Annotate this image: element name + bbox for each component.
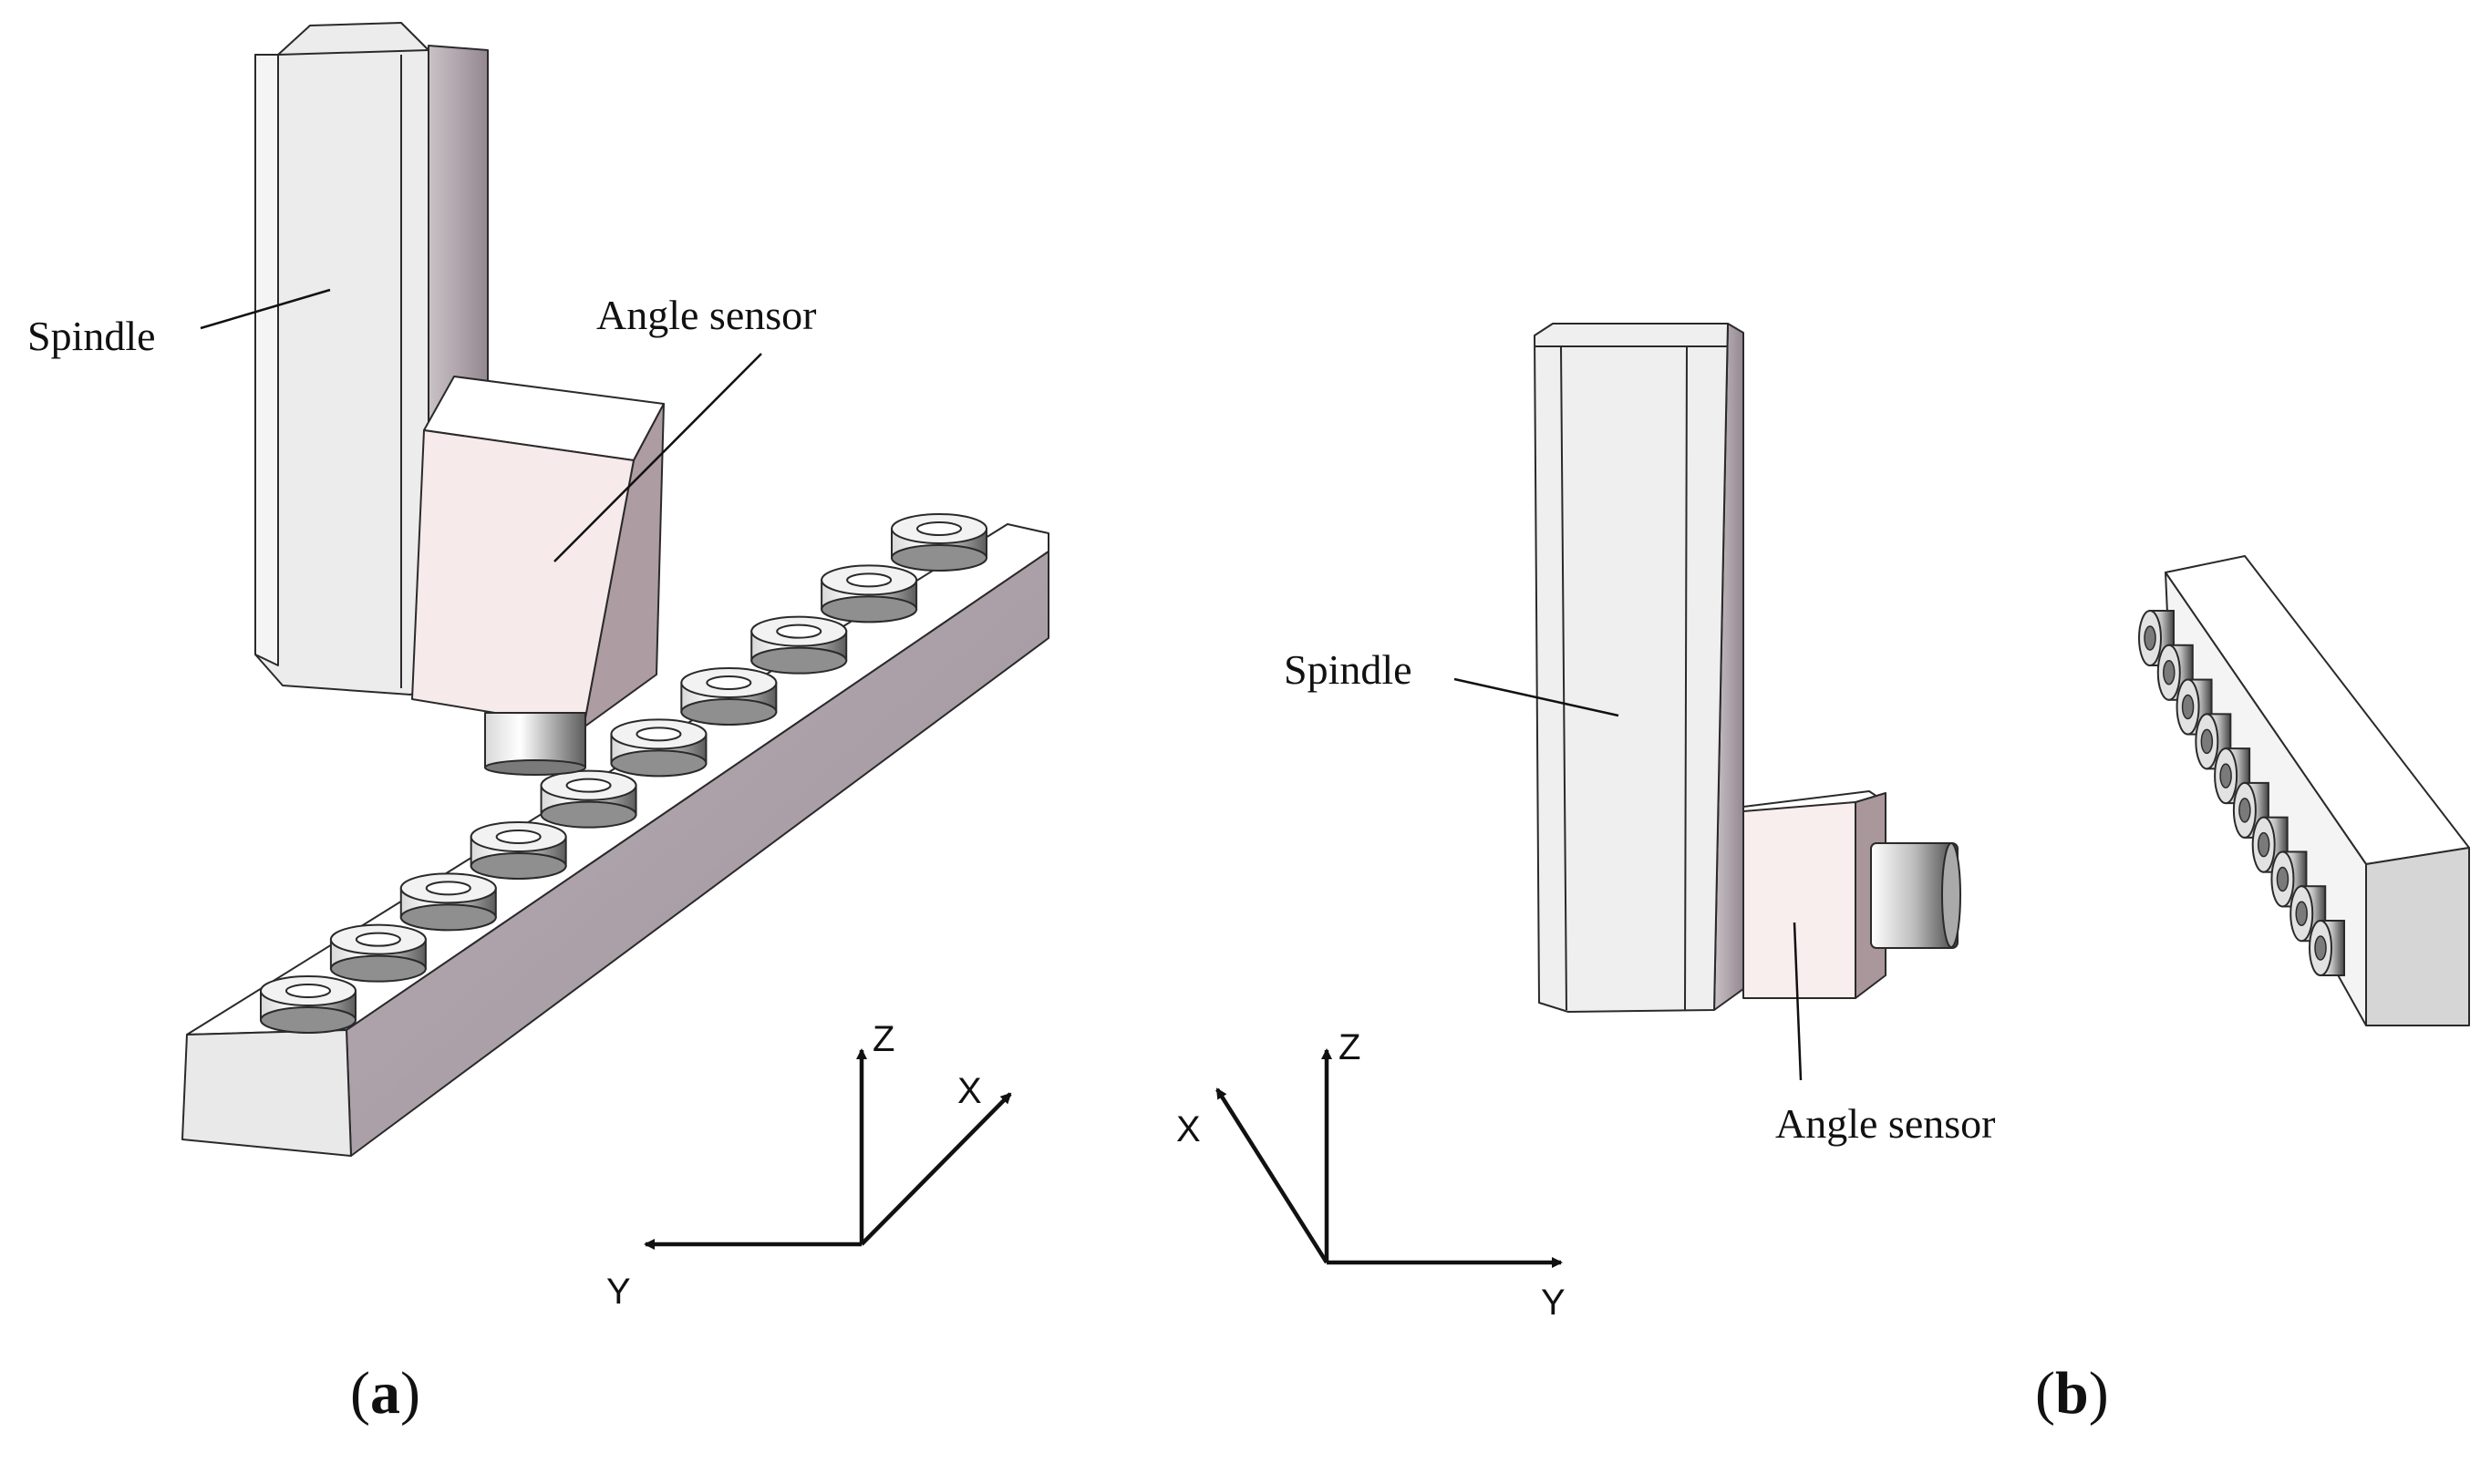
sensor-b-shaft-end [1941, 842, 1961, 948]
sensor-b-label: Angle sensor [1775, 1100, 1995, 1147]
rings-b [2138, 610, 2345, 976]
axis-a-x [860, 1092, 1012, 1246]
axis-a-y-label: Y [606, 1272, 631, 1312]
spindle-a-top-edge [277, 49, 429, 56]
ring-a [821, 564, 918, 623]
spindle-a-label: Spindle [27, 313, 156, 359]
ring-b [2232, 781, 2269, 839]
ring-b [2309, 920, 2345, 976]
ring-b [2176, 678, 2213, 736]
spindle-b-label: Spindle [1284, 646, 1412, 693]
ring-a [260, 975, 357, 1034]
axis-b-x-label: X [1176, 1109, 1201, 1149]
spindle-b [1534, 323, 1744, 1013]
axis-b-y-label: Y [1541, 1283, 1566, 1323]
axes-b: Z X Y [1176, 1027, 1566, 1323]
rail-a-front [181, 1029, 352, 1157]
spindle-a-front [254, 22, 429, 696]
ring-b [2270, 850, 2308, 908]
ring-a [470, 821, 567, 880]
rings-a [260, 513, 987, 1034]
panel-a: Spindle Angle sensor Z X Y (a) [27, 22, 1049, 1427]
ring-b [2251, 816, 2289, 873]
axis-b-z-label: Z [1339, 1027, 1360, 1067]
panel-b: Spindle Angle sensor Z X Y (b) [1176, 323, 2470, 1427]
panel-b-label: (b) [2035, 1360, 2109, 1427]
spindle-a-leader [200, 288, 331, 330]
ring-a [750, 615, 848, 675]
sensor-a-shaft-end [484, 759, 586, 776]
ring-a [610, 718, 708, 778]
spindle-b-edge-left [1560, 345, 1567, 1011]
spindle-b-leader [1453, 677, 1619, 717]
panel-a-label: (a) [350, 1360, 420, 1427]
spindle-a-bevel [254, 54, 279, 666]
spindle-b-front [1534, 323, 1729, 1013]
spindle-b-edge-right [1684, 345, 1688, 1011]
sensor-b [1742, 790, 1961, 999]
sensor-b-leader [1793, 922, 1803, 1081]
ring-a [680, 667, 778, 726]
sensor-a [411, 376, 665, 776]
sensor-b-front [1742, 801, 1856, 999]
sensor-a-label: Angle sensor [596, 292, 816, 338]
rail-b-end [2365, 847, 2470, 1026]
ring-b [2156, 644, 2194, 701]
sensor-a-leader [553, 353, 762, 562]
axis-a-z-label: Z [873, 1019, 894, 1059]
ring-a [399, 872, 497, 932]
ring-a [329, 923, 427, 983]
ring-a [891, 513, 987, 572]
ring-a [540, 769, 637, 829]
axis-a-x-label: X [957, 1071, 982, 1111]
axes-a: Z X Y [606, 1019, 1012, 1312]
axis-b-x [1215, 1087, 1328, 1264]
